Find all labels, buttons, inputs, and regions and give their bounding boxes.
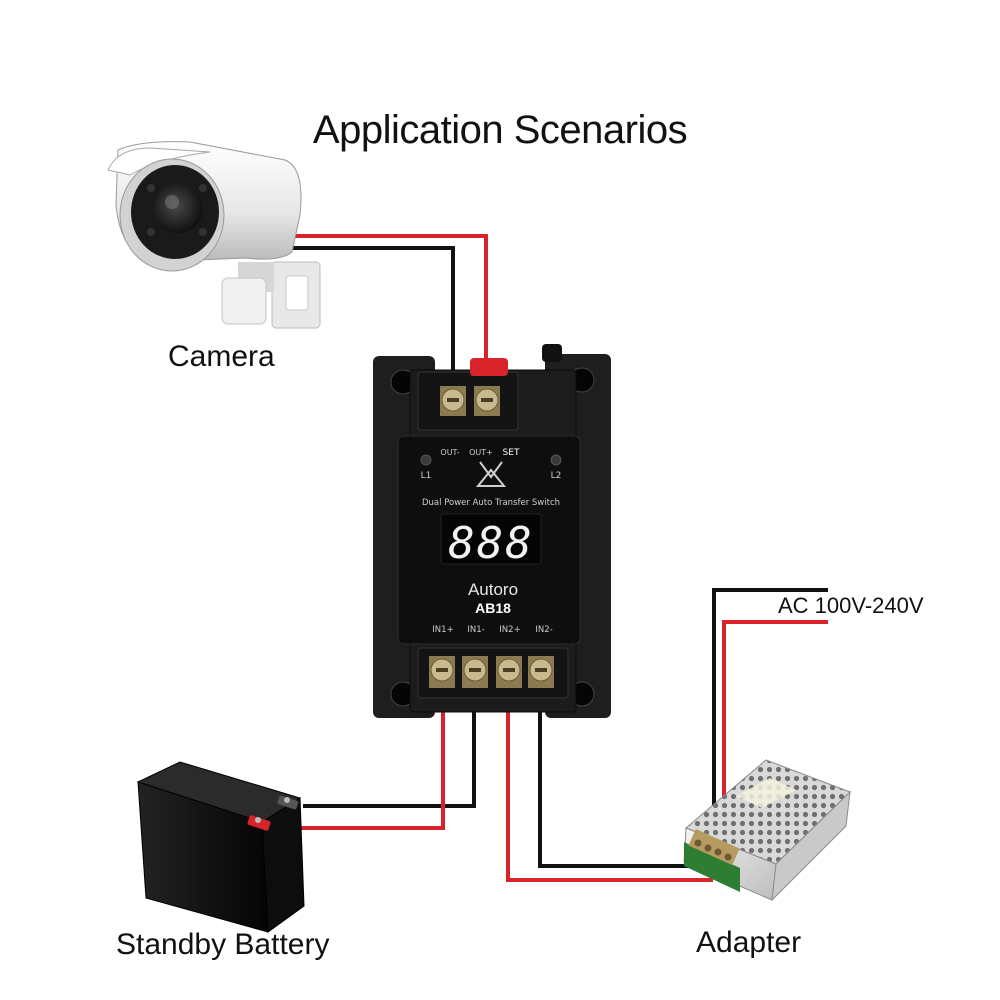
led-l1-label: L1: [421, 471, 432, 481]
brand-name: Autoro: [468, 580, 518, 599]
device-name: Dual Power Auto Transfer Switch: [422, 498, 560, 508]
set-button-label: SET: [503, 448, 520, 458]
adapter-icon: [683, 759, 851, 902]
battery-negative-wire: [303, 695, 476, 808]
terminal-in2-minus-label: IN2-: [535, 625, 552, 635]
terminal-in1-minus-label: IN1-: [467, 625, 484, 635]
adapter-negative-wire: [538, 695, 713, 868]
bottom-terminal-screws: [429, 656, 554, 688]
camera-positive-wire: [255, 234, 488, 370]
brand-logo-icon: [475, 461, 507, 487]
led-l2-label: L2: [551, 471, 562, 481]
seven-segment-display: 888: [448, 518, 533, 569]
terminal-in2-plus-label: IN2+: [499, 625, 520, 635]
terminal-in1-plus-label: IN1+: [432, 625, 453, 635]
battery-label: Standby Battery: [116, 928, 330, 961]
terminal-out-plus-label: OUT+: [469, 448, 493, 457]
model-name: AB18: [475, 600, 511, 616]
camera-label: Camera: [168, 340, 275, 373]
battery-positive-wire: [268, 695, 445, 830]
ac-input-label: AC 100V-240V: [778, 593, 924, 618]
top-terminal-screws: [440, 386, 500, 416]
camera-negative-wire: [255, 246, 455, 380]
battery-icon: [136, 761, 305, 933]
transfer-switch-device: L1 L2 OUT- OUT+ SET Dual Power Auto Tran…: [373, 344, 611, 718]
ac-neutral-wire: [722, 620, 828, 842]
wiring: [255, 234, 828, 882]
diagram-title: Application Scenarios: [312, 108, 688, 152]
ac-live-wire: [712, 588, 828, 842]
adapter-terminal-strip: [688, 829, 740, 865]
adapter-positive-wire: [506, 695, 713, 882]
adapter-label: Adapter: [696, 926, 802, 959]
terminal-out-minus-label: OUT-: [440, 448, 459, 457]
camera-icon: [107, 141, 321, 329]
